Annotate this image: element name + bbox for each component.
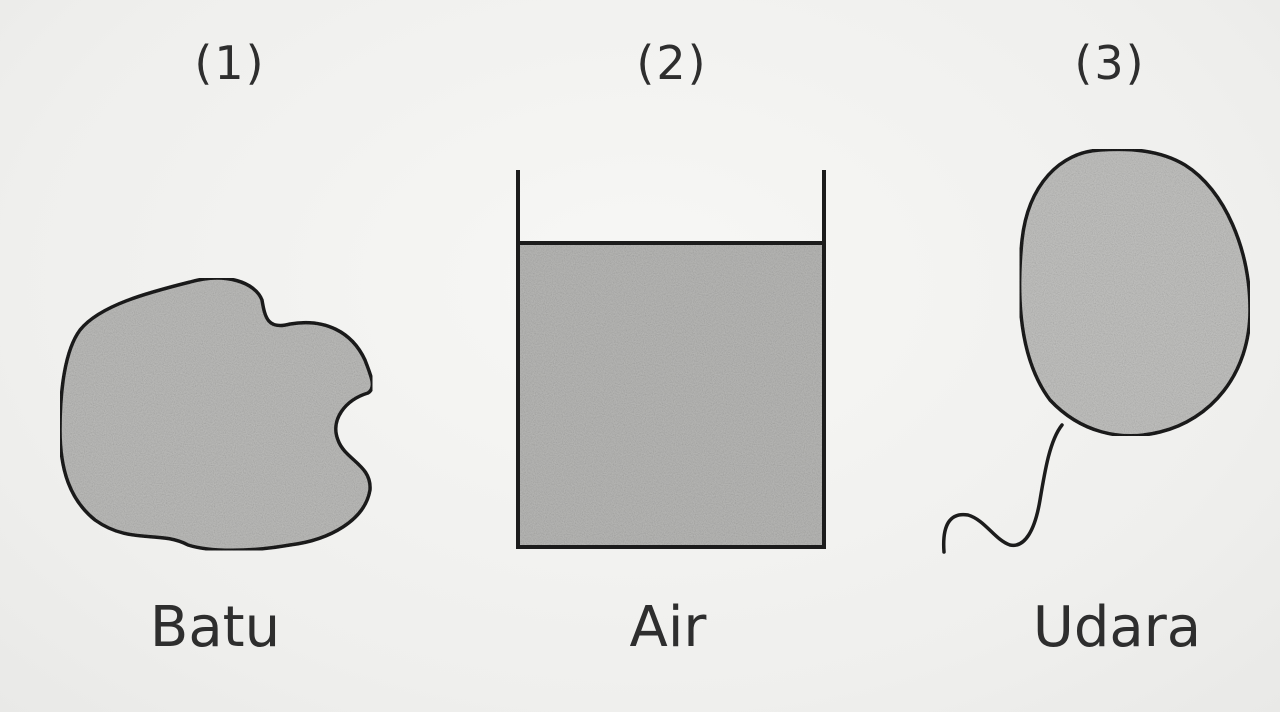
water-fill (518, 243, 824, 547)
balloon-string (941, 423, 1064, 554)
beaker-with-water (516, 170, 826, 549)
item-number-2: (2) (636, 36, 708, 90)
balloon (941, 147, 1252, 554)
label-rock: Batu (149, 595, 281, 660)
balloon-body (1017, 147, 1252, 438)
item-number-1: (1) (194, 36, 266, 90)
rock-shape (58, 276, 375, 552)
label-air: Udara (1032, 595, 1202, 660)
item-number-3: (3) (1074, 36, 1146, 90)
beaker-outline (516, 170, 826, 549)
label-water: Air (629, 595, 707, 660)
